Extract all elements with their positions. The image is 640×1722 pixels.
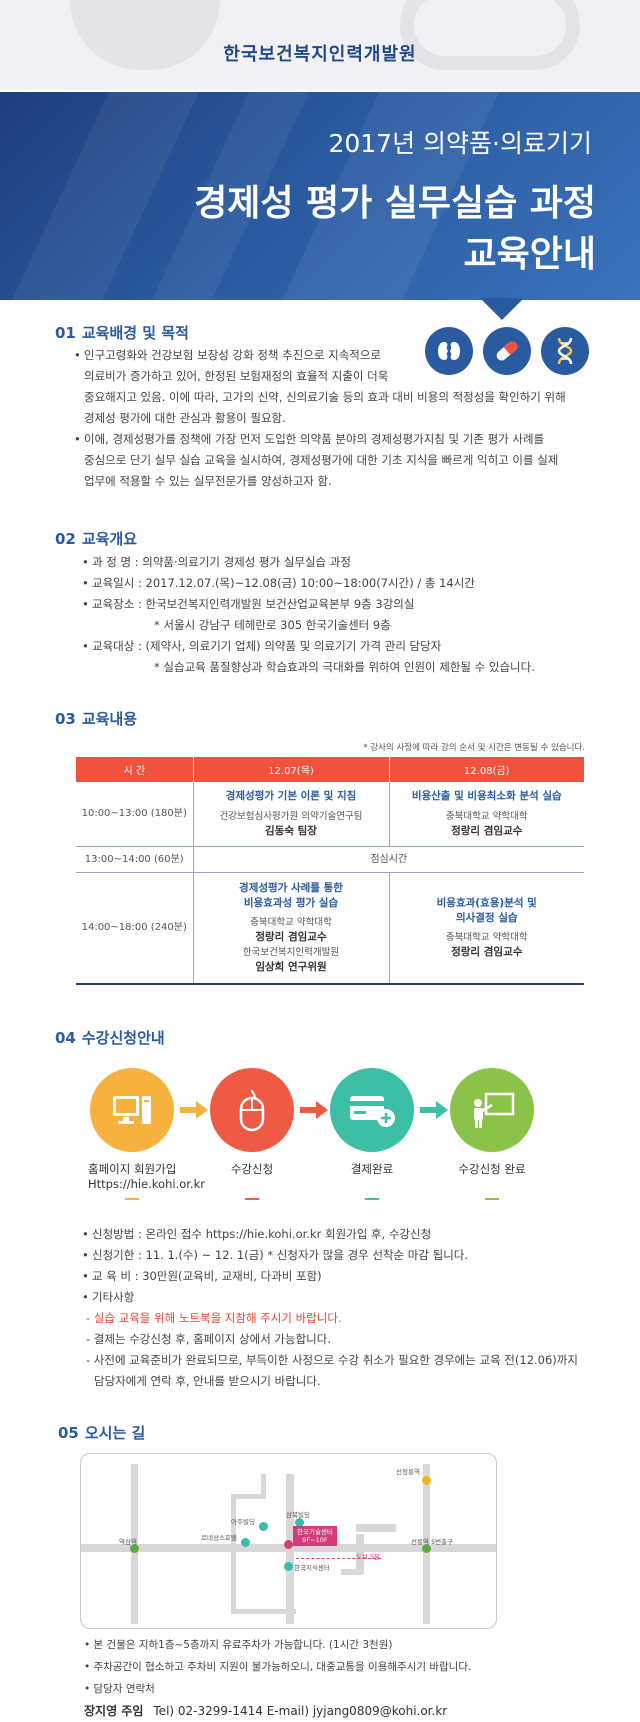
computer-icon xyxy=(90,1068,174,1152)
step-sub: Https://hie.kohi.or.kr xyxy=(88,1177,205,1191)
decoration xyxy=(400,0,580,70)
step-payment: 결제완료 xyxy=(328,1068,416,1200)
step-dash xyxy=(125,1198,139,1200)
session-cell: 경제성평가 기본 이론 및 지침 건강보험심사평가원 의약기술연구팀 김동숙 팀… xyxy=(192,782,389,847)
notice-line: 담당자에게 연락 후, 안내를 받으시기 바랍니다. xyxy=(94,1374,321,1388)
contact-line: 장지영 주임 Tel) 02-3299-1414 E-mail) jyjang08… xyxy=(84,1700,471,1722)
overview-line: 교육장소 : 한국보건복지인력개발원 보건산업교육본부 9층 3강의실 xyxy=(82,594,602,615)
place-dot xyxy=(241,1538,250,1547)
org-name: 한국보건복지인력개발원 xyxy=(223,44,417,65)
map-label: 선릉역 5번출구 xyxy=(411,1538,454,1546)
info-line: 신청방법 : 온라인 접수 https://hie.kohi.or.kr 회원가… xyxy=(82,1224,602,1245)
subway-dot xyxy=(422,1544,431,1553)
overview-line: 과 정 명 : 의약품·의료기기 경제성 평가 실무실습 과정 xyxy=(82,552,602,573)
place-dot xyxy=(295,1518,304,1527)
teacher-board-icon xyxy=(450,1068,534,1152)
note-line: • 주차공간이 협소하고 주차비 지원이 불가능하오니, 대중교통을 이용해주시… xyxy=(84,1661,472,1673)
step-dash xyxy=(365,1198,379,1200)
card-icon xyxy=(330,1068,414,1152)
time-cell: 10:00~13:00 (180분) xyxy=(76,782,193,847)
schedule-note: * 강사의 사정에 따라 강의 순서 및 시간은 변동될 수 있습니다. xyxy=(363,743,585,753)
step-label: 홈페이지 회원가입 xyxy=(88,1162,177,1176)
step-label: 수강신청 완료 xyxy=(458,1162,526,1176)
hero-title-line2: 경제성 평가 실무실습 과정 xyxy=(194,183,596,224)
header-day1: 12.07(목) xyxy=(192,757,389,782)
hero-title-line1: 2017년 의약품·의료기기 xyxy=(328,129,592,158)
location-map: 역삼역 선릉역 5번출구 선정릉역 아주빌딩 르네상스호텔 삼복빌딩 한국기술센… xyxy=(80,1453,497,1629)
table-row: 10:00~13:00 (180분) 경제성평가 기본 이론 및 지침 건강보험… xyxy=(76,782,584,847)
step-dash xyxy=(245,1198,259,1200)
session-cell: 비용효과(효용)분석 및 의사결정 실습 충북대학교 약학대학 정랑리 겸임교수 xyxy=(388,872,584,985)
table-row: 13:00~14:00 (60분) 점심시간 xyxy=(76,846,584,873)
overview-line: 교육대상 : (제약사, 의료기기 업체) 의약품 및 의료기기 가격 관리 담… xyxy=(82,636,602,657)
directions-notes: • 본 건물은 지하1층~5층까지 유료주차가 가능합니다. (1시간 3천원)… xyxy=(84,1634,471,1722)
map-label: 선정릉역 xyxy=(396,1468,420,1476)
overview-line: 교육일시 : 2017.12.07.(목)~12.08(금) 10:00~18:… xyxy=(82,573,602,594)
note-line: • 본 건물은 지하1층~5층까지 유료주차가 가능합니다. (1시간 3천원) xyxy=(84,1639,393,1651)
step-dash xyxy=(485,1198,499,1200)
map-label: 르네상스호텔 xyxy=(201,1534,237,1542)
time-cell: 13:00~14:00 (60분) xyxy=(76,846,193,873)
info-line: 교 육 비 : 30만원(교육비, 교재비, 다과비 포함) xyxy=(82,1266,602,1287)
subway-dot xyxy=(130,1544,139,1553)
table-row: 14:00~18:00 (240분) 경제성평가 사례를 통한 비용효과성 평가… xyxy=(76,872,584,985)
place-dot xyxy=(284,1562,293,1571)
target-dot xyxy=(284,1540,293,1549)
schedule-table: 시 간 12.07(목) 12.08(금) 10:00~13:00 (180분)… xyxy=(76,757,584,985)
overview-note: * 서울시 강남구 테헤란로 305 한국기술센터 9층 xyxy=(154,618,391,632)
time-cell: 14:00~18:00 (240분) xyxy=(76,872,193,985)
header-background xyxy=(0,0,640,90)
info-line: 신청기한 : 11. 1.(수) ~ 12. 1(금) * 신청자가 많을 경우… xyxy=(82,1245,602,1266)
subway-dot xyxy=(422,1476,431,1485)
map-label: 한국지식센터 xyxy=(294,1564,330,1572)
arrow-icon xyxy=(300,1101,328,1119)
header-time: 시 간 xyxy=(76,757,193,782)
contact-info: Tel) 02-3299-1414 E-mail) jyjang0809@koh… xyxy=(153,1704,448,1718)
hero-title-line3: 교육안내 xyxy=(463,234,596,275)
session-cell: 비용산출 및 비용최소화 분석 실습 충북대학교 약학대학 정랑리 겸임교수 xyxy=(388,782,584,847)
registration-flow: 홈페이지 회원가입 Https://hie.kohi.or.kr 수강신청 결제… xyxy=(88,1068,548,1200)
map-label: 삼복빌딩 xyxy=(286,1511,310,1519)
info-line: 기타사항 xyxy=(82,1287,602,1308)
note-line: • 담당자 연락처 xyxy=(84,1683,155,1695)
step-complete: 수강신청 완료 xyxy=(448,1068,536,1200)
map-label: 아주빌딩 xyxy=(231,1518,255,1526)
banner-pointer xyxy=(480,298,524,320)
step-label: 수강신청 xyxy=(230,1162,274,1176)
map-label: 역삼역 xyxy=(119,1538,137,1546)
step-apply: 수강신청 xyxy=(208,1068,296,1200)
arrow-icon xyxy=(180,1101,208,1119)
place-dot xyxy=(259,1522,268,1531)
table-header: 시 간 12.07(목) 12.08(금) xyxy=(76,757,584,782)
overview-note: * 실습교육 품질향상과 학습효과의 극대화를 위하여 인원이 제한될 수 있습… xyxy=(154,660,535,674)
paragraph: 이에, 경제성평가를 정책에 가장 먼저 도입한 의약품 분야의 경제성평가지침… xyxy=(74,429,594,492)
notice-line: - 결제는 수강신청 후, 홈페이지 상에서 가능합니다. xyxy=(86,1332,331,1346)
walk-route xyxy=(296,1558,381,1559)
arrow-icon xyxy=(420,1101,448,1119)
section4-body: 신청방법 : 온라인 접수 https://hie.kohi.or.kr 회원가… xyxy=(82,1224,602,1392)
step-label: 결제완료 xyxy=(350,1162,394,1176)
notice-line: - 실습 교육을 위해 노트북을 지참해 주시기 바랍니다. xyxy=(86,1311,342,1325)
mouse-icon xyxy=(210,1068,294,1152)
step-signup: 홈페이지 회원가입 Https://hie.kohi.or.kr xyxy=(88,1068,205,1200)
map-label: 도보 5분 xyxy=(356,1553,381,1561)
hero-banner: 2017년 의약품·의료기기 경제성 평가 실무실습 과정 교육안내 xyxy=(0,92,640,300)
session-cell: 경제성평가 사례를 통한 비용효과성 평가 실습 충북대학교 약학대학 정랑리 … xyxy=(192,872,389,985)
header-day2: 12.08(금) xyxy=(388,757,584,782)
lunch-cell: 점심시간 xyxy=(192,846,584,873)
contact-name: 장지영 주임 xyxy=(84,1704,144,1718)
notice-line: - 사전에 교육준비가 완료되므로, 부득이한 사정으로 수강 취소가 필요한 … xyxy=(86,1353,578,1367)
section2-body: 과 정 명 : 의약품·의료기기 경제성 평가 실무실습 과정 교육일시 : 2… xyxy=(82,552,602,678)
